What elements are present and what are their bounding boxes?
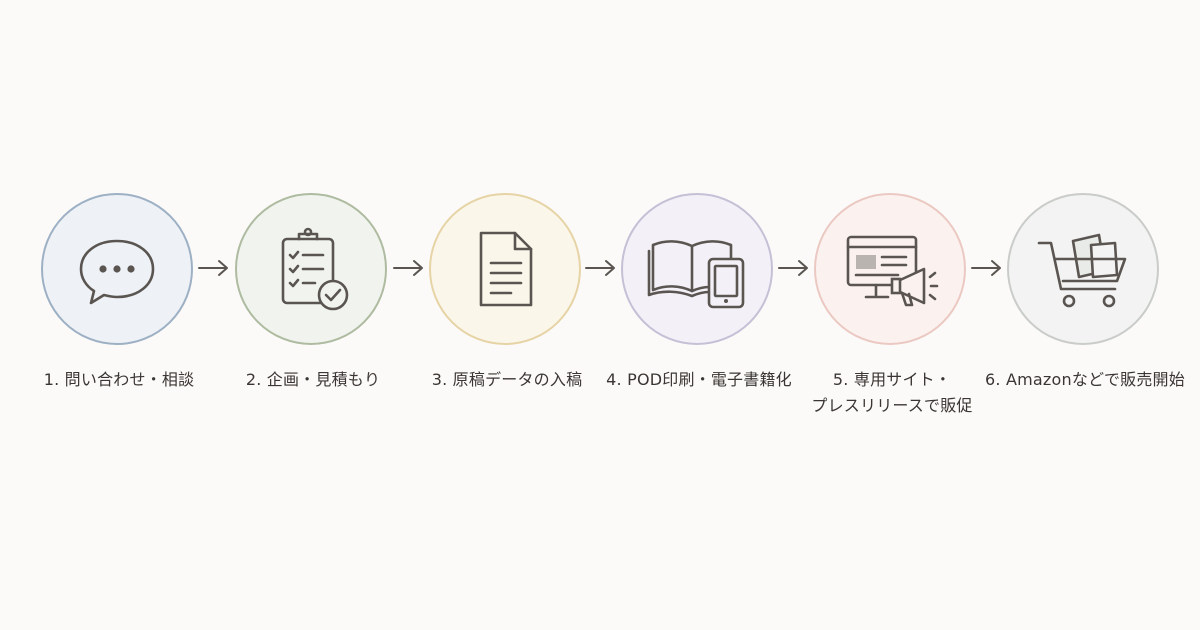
- step-circle: [41, 193, 193, 345]
- step-label-line: プレスリリースで販促: [811, 396, 973, 415]
- step-circle: [621, 193, 773, 345]
- step-1: 1. 問い合わせ・相談: [41, 193, 197, 389]
- arrow-right-icon: [198, 260, 228, 276]
- step-label-line: 3. 原稿データの入稿: [431, 370, 583, 389]
- step-circle: [429, 193, 581, 345]
- step-label-line: 1. 問い合わせ・相談: [43, 370, 195, 389]
- step-label-line: 2. 企画・見積もり: [245, 370, 381, 389]
- arrow-right-icon: [971, 260, 1001, 276]
- step-circle: [1007, 193, 1159, 345]
- step-2: 2. 企画・見積もり: [235, 193, 391, 389]
- arrow-right-icon: [778, 260, 808, 276]
- step-label-line: 4. POD印刷・電子書籍化: [606, 370, 792, 389]
- arrow-right-icon: [393, 260, 423, 276]
- clipboard-checklist-icon: [281, 227, 349, 311]
- step-label-line: 6. Amazonなどで販売開始: [985, 370, 1185, 389]
- step-label: 3. 原稿データの入稿: [407, 367, 607, 393]
- step-label: 5. 専用サイト・ プレスリリースで販促: [792, 367, 992, 419]
- step-4: 4. POD印刷・電子書籍化: [606, 193, 792, 389]
- chat-bubble-icon: [79, 239, 155, 305]
- monitor-megaphone-icon: [846, 235, 939, 307]
- step-label: 2. 企画・見積もり: [213, 367, 413, 393]
- step-label: 1. 問い合わせ・相談: [19, 367, 219, 393]
- step-circle: [814, 193, 966, 345]
- step-label: 4. POD印刷・電子書籍化: [599, 367, 799, 393]
- book-and-tablet-icon: [647, 240, 745, 309]
- arrow-right-icon: [585, 260, 615, 276]
- step-circle: [235, 193, 387, 345]
- step-label: 6. Amazonなどで販売開始: [985, 367, 1185, 393]
- step-3: 3. 原稿データの入稿: [429, 193, 585, 389]
- step-5: 5. 専用サイト・ プレスリリースで販促: [811, 193, 972, 415]
- shopping-cart-books-icon: [1037, 233, 1127, 308]
- document-icon: [479, 231, 533, 307]
- step-label-line: 5. 専用サイト・: [832, 370, 952, 389]
- step-6: 6. Amazonなどで販売開始: [985, 193, 1185, 389]
